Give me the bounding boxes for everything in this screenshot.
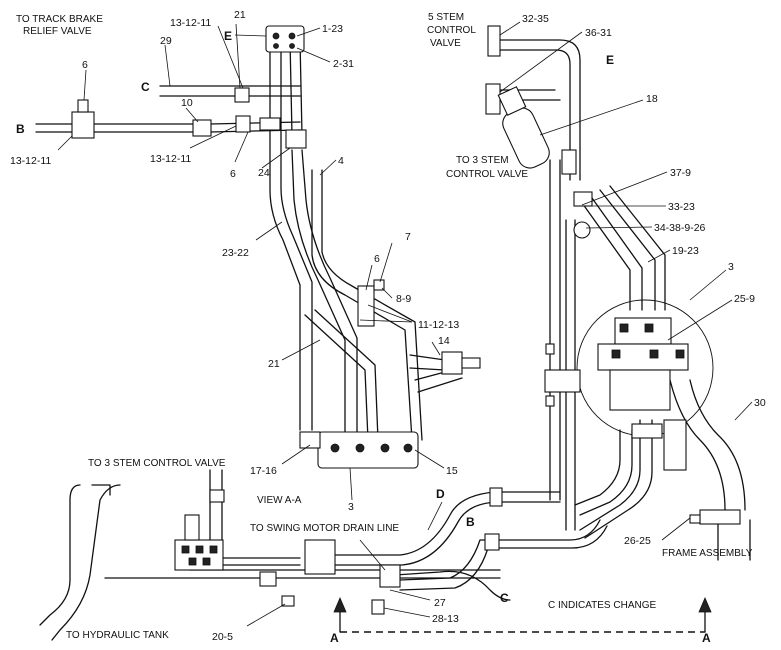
callout-13-12-11-top: 13-12-11 — [170, 17, 211, 29]
leader-lines — [57, 21, 753, 627]
callout-21-center: 21 — [268, 358, 280, 370]
callout-6-left: 6 — [82, 59, 88, 71]
note-hydraulic-tank: TO HYDRAULIC TANK — [66, 630, 169, 641]
callout-15: 15 — [446, 465, 458, 477]
callout-b-bottom: B — [466, 515, 475, 529]
callout-4: 4 — [338, 155, 344, 167]
callout-18: 18 — [646, 93, 658, 105]
callout-7: 7 — [405, 231, 411, 243]
note-indicates-change: C INDICATES CHANGE — [548, 600, 656, 611]
note-to-3stem-right-line1: TO 3 STEM — [456, 155, 509, 166]
callout-1-23: 1-23 — [322, 23, 343, 35]
callout-32-35: 32-35 — [522, 13, 549, 25]
callout-29: 29 — [160, 35, 172, 47]
callouts: 13-12-11 21 E 1-23 2-31 29 6 C 10 B 13-1… — [10, 9, 766, 645]
callout-28-13: 28-13 — [432, 613, 459, 625]
pipe-network — [35, 39, 751, 641]
note-track-brake-line2: RELIEF VALVE — [23, 26, 92, 37]
note-frame-assembly: FRAME ASSEMBLY — [662, 548, 753, 559]
callout-10: 10 — [181, 97, 193, 109]
section-line-a-a — [333, 596, 712, 633]
callout-33-23: 33-23 — [668, 201, 695, 213]
callout-36-31: 36-31 — [585, 27, 612, 39]
callout-3-right: 3 — [728, 261, 734, 273]
callout-6-mid: 6 — [230, 168, 236, 180]
callout-13-12-11-mid: 13-12-11 — [150, 153, 191, 165]
fittings — [71, 25, 741, 615]
callout-d: D — [436, 487, 445, 501]
callout-e-top: E — [224, 29, 232, 43]
callout-25-9: 25-9 — [734, 293, 755, 305]
note-to-3stem-left: TO 3 STEM CONTROL VALVE — [88, 458, 226, 469]
callout-19-23: 19-23 — [672, 245, 699, 257]
callout-11-12-13: 11-12-13 — [418, 319, 459, 331]
note-five-stem-line3: VALVE — [430, 38, 461, 49]
callout-a-right: A — [702, 631, 711, 645]
callout-21-top: 21 — [234, 9, 246, 21]
callout-8-9: 8-9 — [396, 293, 411, 305]
callout-3-bottom: 3 — [348, 501, 354, 513]
callout-27: 27 — [434, 597, 446, 609]
callout-a-left: A — [330, 631, 339, 645]
callout-24: 24 — [258, 167, 270, 179]
callout-34-38-9-26: 34-38-9-26 — [654, 222, 706, 234]
note-swing-motor: TO SWING MOTOR DRAIN LINE — [250, 523, 399, 534]
callout-20-5: 20-5 — [212, 631, 233, 643]
callout-14: 14 — [438, 335, 450, 347]
note-view-aa: VIEW A-A — [257, 495, 302, 506]
callout-17-16: 17-16 — [250, 465, 277, 477]
callout-c-left: C — [141, 80, 150, 94]
callout-23-22: 23-22 — [222, 247, 249, 259]
callout-6-center: 6 — [374, 253, 380, 265]
callout-b-left: B — [16, 122, 25, 136]
callout-2-31: 2-31 — [333, 58, 354, 70]
callout-26-25: 26-25 — [624, 535, 651, 547]
callout-30: 30 — [754, 397, 766, 409]
callout-37-9: 37-9 — [670, 167, 691, 179]
callout-c-bottom: C — [500, 591, 509, 605]
notes: TO TRACK BRAKE RELIEF VALVE 5 STEM CONTR… — [16, 12, 753, 641]
note-five-stem-line2: CONTROL — [427, 25, 476, 36]
callout-13-12-11-left: 13-12-11 — [10, 155, 51, 167]
note-five-stem-line1: 5 STEM — [428, 12, 464, 23]
callout-e-right: E — [606, 53, 614, 67]
note-track-brake-line1: TO TRACK BRAKE — [16, 14, 103, 25]
note-to-3stem-right-line2: CONTROL VALVE — [446, 169, 528, 180]
